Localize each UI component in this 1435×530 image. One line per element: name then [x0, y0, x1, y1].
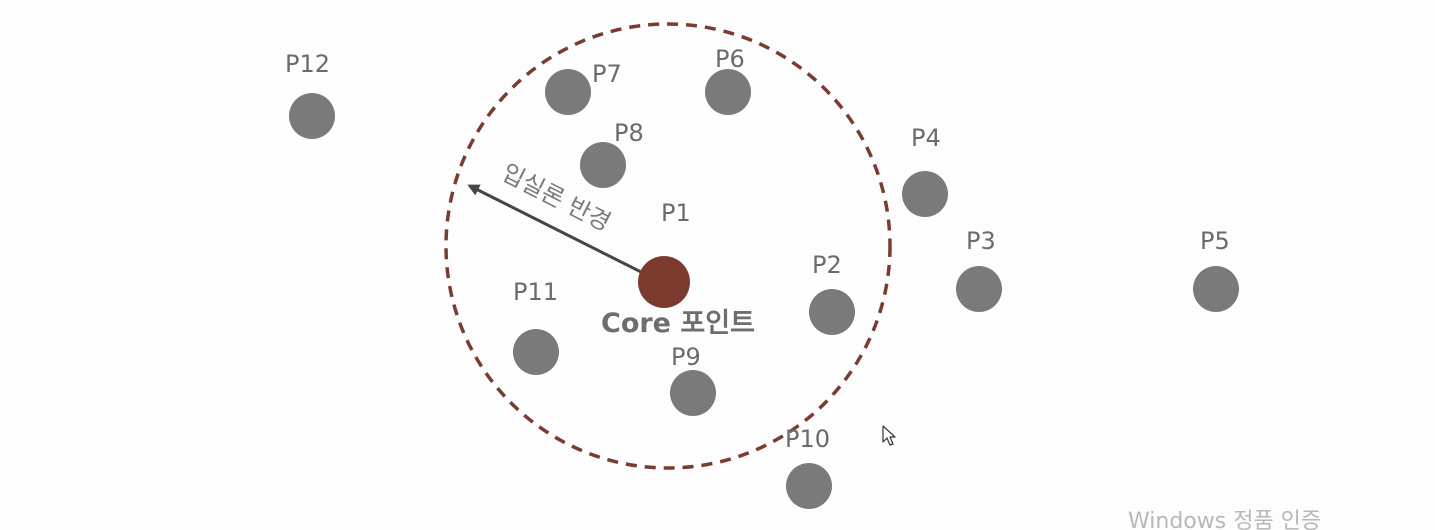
- mouse-pointer-icon: [882, 425, 896, 446]
- point-p5: P5: [1193, 227, 1239, 312]
- point-marker: [580, 142, 626, 188]
- point-p8: P8: [580, 119, 644, 188]
- point-p11: P11: [513, 278, 559, 375]
- core-point-p1: [638, 256, 690, 308]
- point-label: P10: [785, 425, 830, 453]
- point-marker: [705, 69, 751, 115]
- point-label: P7: [592, 60, 622, 88]
- point-p3: P3: [956, 227, 1002, 312]
- point-label: P5: [1200, 227, 1230, 255]
- point-label: P4: [911, 124, 941, 152]
- point-label: P3: [966, 227, 996, 255]
- point-p1-label-group: P1: [661, 199, 691, 227]
- point-label: P9: [671, 343, 701, 371]
- point-marker: [513, 329, 559, 375]
- point-marker: [786, 463, 832, 509]
- point-marker: [809, 289, 855, 335]
- point-marker: [545, 69, 591, 115]
- point-label: P6: [715, 45, 745, 73]
- point-label: P1: [661, 199, 691, 227]
- point-marker: [670, 370, 716, 416]
- point-marker: [902, 171, 948, 217]
- point-p6: P6: [705, 45, 751, 115]
- point-marker: [289, 93, 335, 139]
- point-marker: [956, 266, 1002, 312]
- epsilon-circle: [444, 22, 892, 470]
- point-label: P12: [285, 50, 330, 78]
- point-label: P11: [513, 278, 558, 306]
- point-marker: [1193, 266, 1239, 312]
- point-p7: P7: [545, 60, 622, 115]
- point-p2: P2: [809, 251, 855, 335]
- windows-activation-watermark: Windows 정품 인증: [1128, 509, 1321, 530]
- core-point-label: Core 포인트: [601, 308, 755, 339]
- point-p12: P12: [285, 50, 335, 139]
- radius-arrow: [467, 184, 646, 276]
- point-p4: P4: [902, 124, 948, 217]
- point-label: P2: [812, 251, 842, 279]
- point-p9: P9: [670, 343, 716, 416]
- point-p10: P10: [785, 425, 832, 509]
- point-label: P8: [614, 119, 644, 147]
